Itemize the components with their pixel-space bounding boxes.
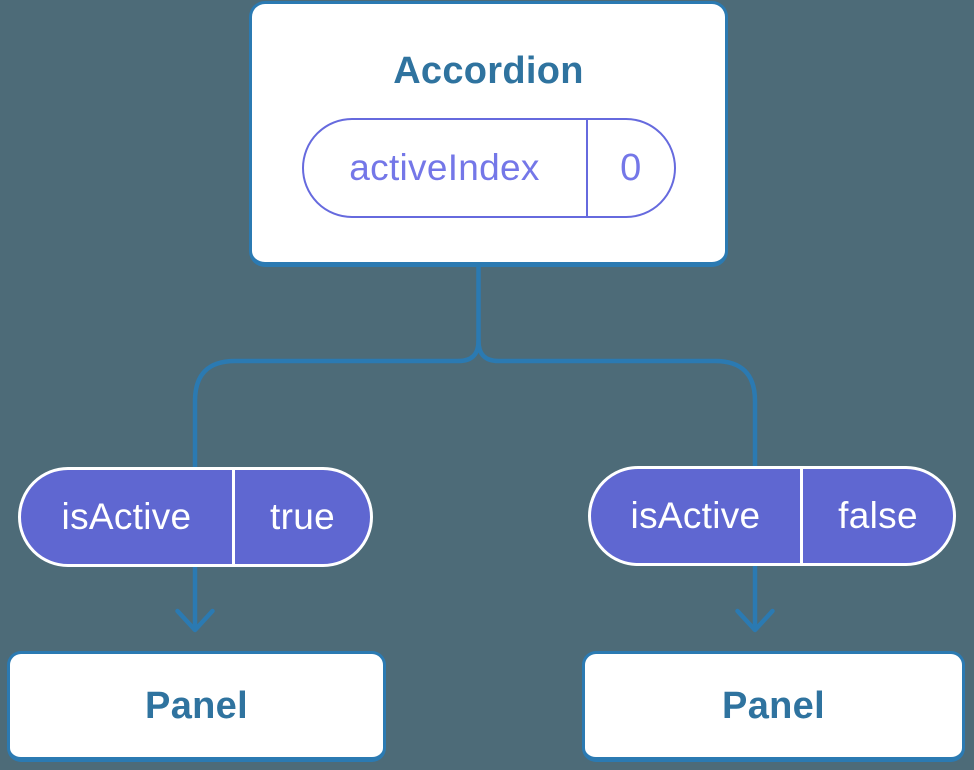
arrowhead-right-icon — [735, 608, 775, 633]
node-panel-left: Panel — [7, 651, 386, 762]
prop-pill-isactive-left: isActive true — [18, 467, 373, 567]
panel-left-title: Panel — [145, 684, 248, 727]
arrowhead-left-icon — [175, 608, 215, 633]
prop-pill-isactive-right: isActive false — [588, 466, 956, 566]
pill-divider — [585, 120, 588, 216]
accordion-title: Accordion — [393, 50, 584, 92]
prop-value-activeindex: 0 — [620, 146, 642, 189]
pill-divider — [800, 469, 803, 563]
connector-left-branch — [192, 261, 481, 629]
node-accordion: Accordion activeIndex 0 — [249, 1, 728, 267]
prop-pill-activeindex: activeIndex 0 — [301, 118, 676, 218]
panel-right-title: Panel — [722, 684, 825, 727]
prop-value-isactive-left: true — [270, 496, 335, 537]
node-panel-right: Panel — [582, 651, 965, 762]
prop-name-isactive-right: isActive — [630, 495, 761, 536]
prop-name-isactive-left: isActive — [61, 496, 192, 537]
prop-value-isactive-right: false — [838, 495, 918, 536]
pill-divider — [232, 470, 235, 564]
prop-name-activeindex: activeIndex — [349, 147, 540, 188]
connector-right-branch — [476, 338, 758, 629]
